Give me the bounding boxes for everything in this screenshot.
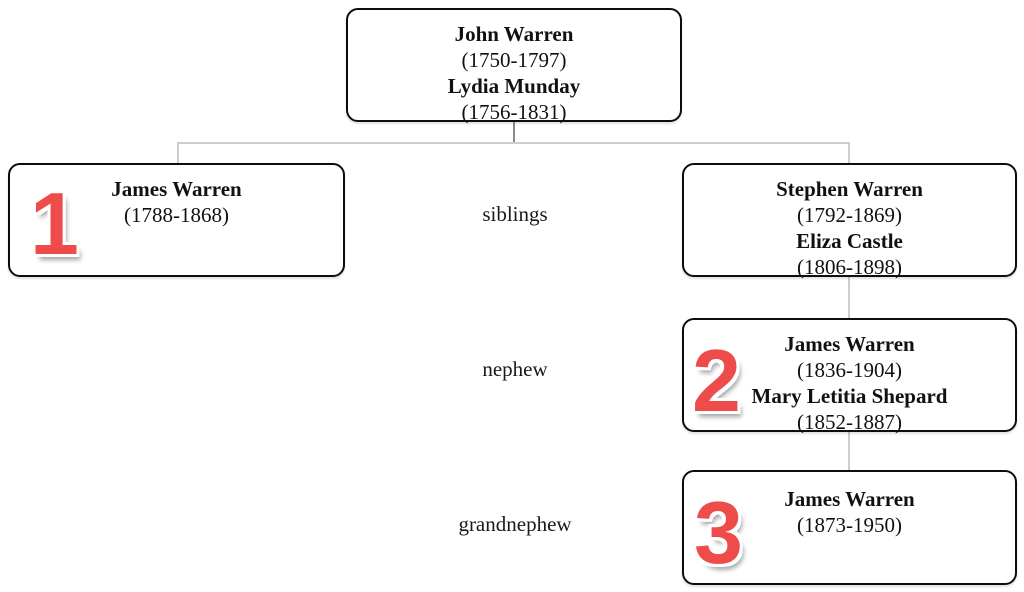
connector-root-stem	[513, 122, 515, 143]
node-person-2-couple: James Warren (1836-1904) Mary Letitia Sh…	[682, 318, 1017, 434]
node-ancestor-couple: John Warren (1750-1797) Lydia Munday (17…	[346, 8, 682, 124]
person-dates: (1873-1950)	[797, 513, 902, 537]
connector-nephew-to-grandnephew	[848, 431, 850, 470]
person-name: James Warren	[111, 177, 242, 201]
person-name: Mary Letitia Shepard	[751, 384, 948, 408]
relationship-label-grandnephew: grandnephew	[458, 512, 572, 536]
person-dates: (1788-1868)	[124, 203, 229, 227]
person-dates: (1750-1797)	[461, 48, 567, 72]
marker-number-1: 1	[30, 174, 79, 273]
person-dates: (1792-1869)	[797, 203, 902, 227]
person-name: Lydia Munday	[447, 74, 581, 98]
connector-drop-right	[848, 142, 850, 164]
node-sibling-couple: Stephen Warren (1792-1869) Eliza Castle …	[682, 163, 1017, 279]
person-dates: (1756-1831)	[461, 100, 567, 124]
person-name: John Warren	[454, 22, 574, 46]
relationship-label-siblings: siblings	[482, 202, 548, 226]
person-name: James Warren	[784, 332, 915, 356]
person-name: James Warren	[784, 487, 915, 511]
relationship-label-nephew: nephew	[482, 357, 548, 381]
person-dates: (1836-1904)	[797, 358, 902, 382]
node-person-3: James Warren (1873-1950)	[682, 470, 1017, 585]
person-name: Eliza Castle	[796, 229, 903, 253]
marker-number-2: 2	[692, 331, 741, 430]
person-dates: (1852-1887)	[797, 410, 902, 434]
connector-sibling-to-nephew	[848, 276, 850, 318]
connector-drop-left	[177, 142, 179, 164]
person-dates: (1806-1898)	[797, 255, 902, 279]
marker-number-3: 3	[694, 483, 743, 582]
person-name: Stephen Warren	[776, 177, 923, 201]
node-person-1: James Warren (1788-1868)	[8, 163, 345, 277]
connector-sibling-branch	[177, 142, 850, 144]
